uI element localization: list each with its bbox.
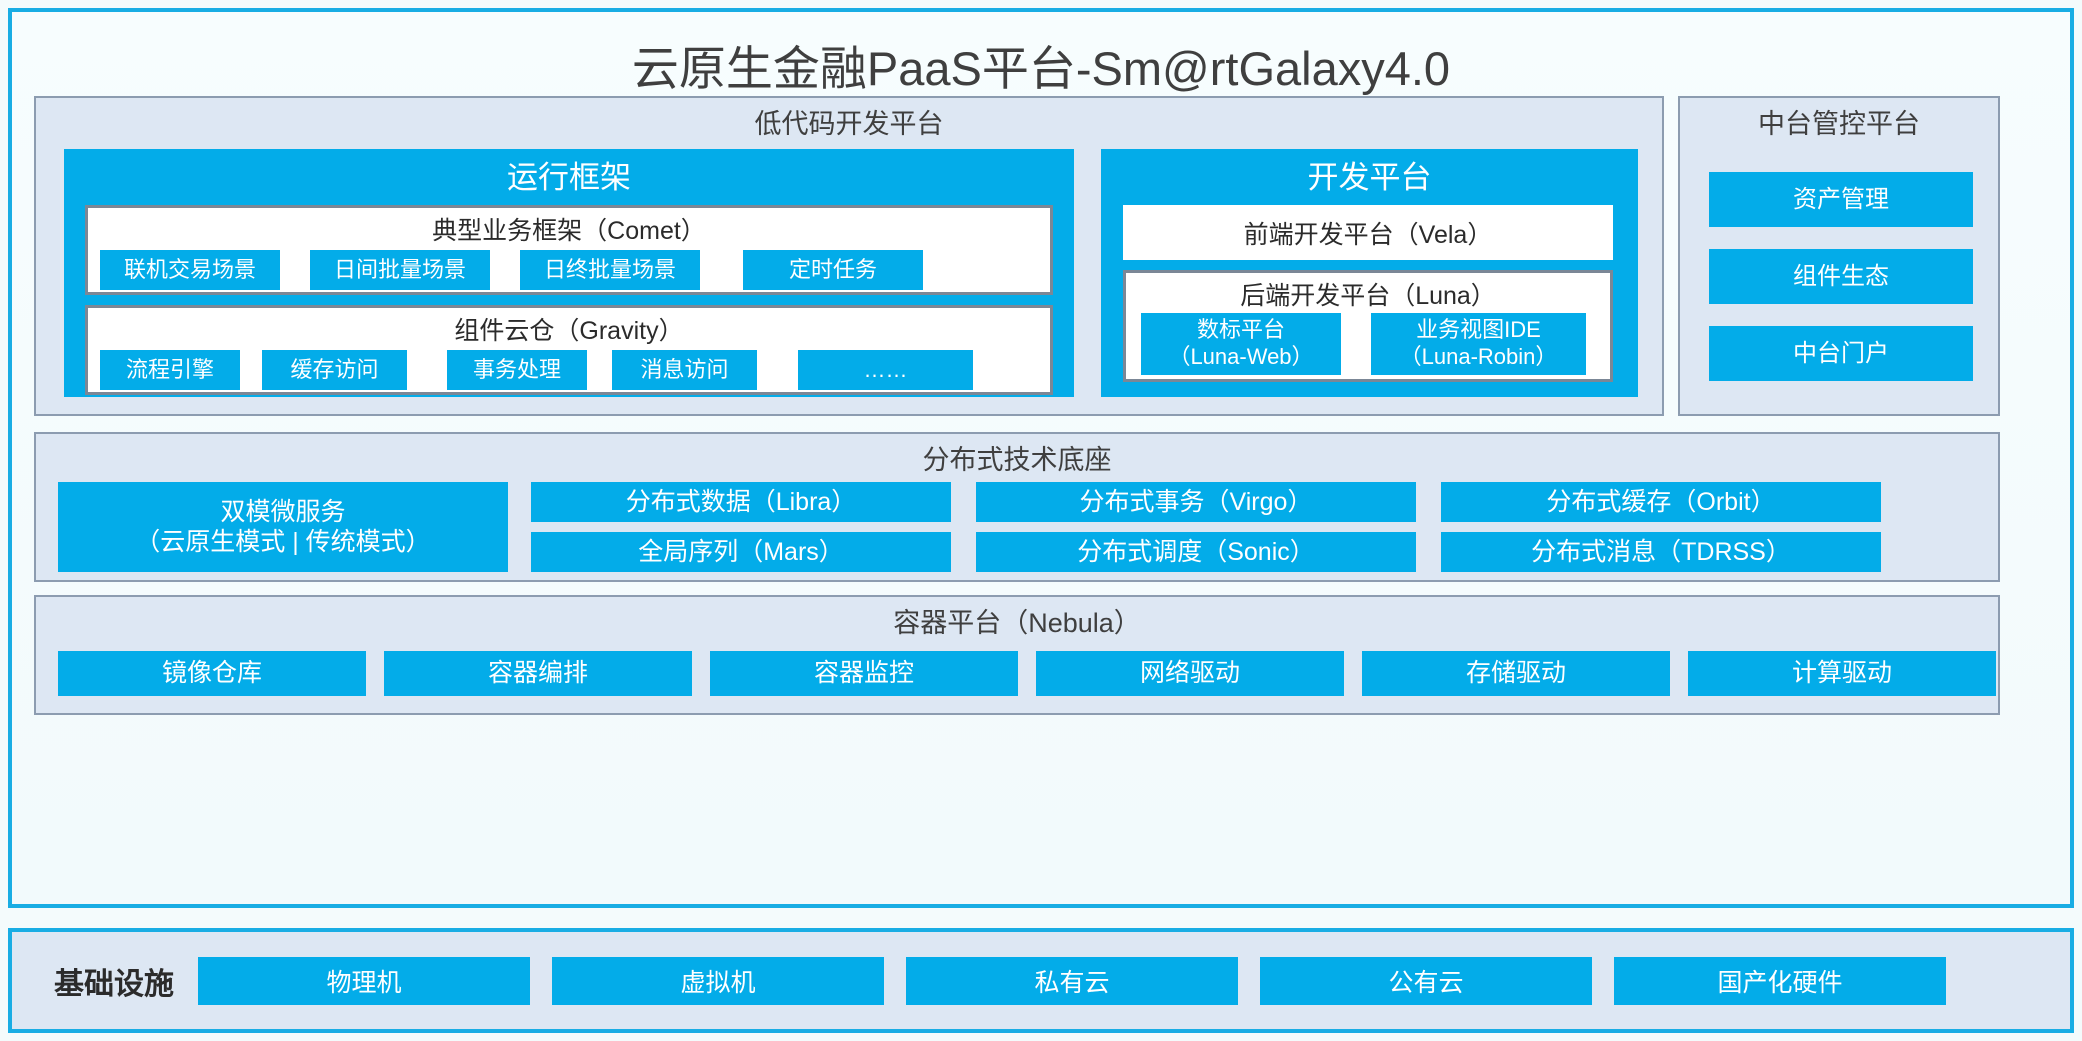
techbase-item-virgo[interactable]: 分布式事务（Virgo） xyxy=(976,482,1416,522)
container-item-image-registry[interactable]: 镜像仓库 xyxy=(58,651,366,696)
dev-platform-title: 开发平台 xyxy=(1307,160,1432,195)
runtime-framework-group: 运行框架 典型业务框架（Comet） 联机交易场景 日间批量场景 日终批量场景 … xyxy=(64,149,1074,397)
backend-item-luna-web[interactable]: 数标平台 （Luna-Web） xyxy=(1141,313,1341,375)
runtime-framework-title: 运行框架 xyxy=(507,160,631,195)
techbase-panel: 分布式技术底座 双模微服务 （云原生模式 | 传统模式） 分布式数据（Libra… xyxy=(34,432,2000,582)
techbase-item-sonic[interactable]: 分布式调度（Sonic） xyxy=(976,532,1416,572)
infrastructure-item-physical-machine[interactable]: 物理机 xyxy=(198,956,530,1005)
comet-item-eod-batch[interactable]: 日终批量场景 xyxy=(520,250,700,290)
backend-dev-platform-title: 后端开发平台（Luna） xyxy=(1240,282,1496,310)
techbase-item-mars[interactable]: 全局序列（Mars） xyxy=(531,532,951,572)
gravity-item-message-access[interactable]: 消息访问 xyxy=(612,350,757,390)
lowcode-platform-title: 低代码开发平台 xyxy=(754,109,944,139)
comet-card: 典型业务框架（Comet） 联机交易场景 日间批量场景 日终批量场景 定时任务 xyxy=(85,205,1053,295)
techbase-title: 分布式技术底座 xyxy=(922,445,1112,475)
techbase-item-tdrss[interactable]: 分布式消息（TDRSS） xyxy=(1441,532,1881,572)
techbase-item-libra[interactable]: 分布式数据（Libra） xyxy=(531,482,951,522)
gravity-title: 组件云仓（Gravity） xyxy=(454,317,684,345)
gravity-item-transaction-processing[interactable]: 事务处理 xyxy=(447,350,587,390)
gravity-card: 组件云仓（Gravity） 流程引擎 缓存访问 事务处理 消息访问 …… xyxy=(85,305,1053,395)
container-item-network-driver[interactable]: 网络驱动 xyxy=(1036,651,1344,696)
techbase-dual-mode-microservice[interactable]: 双模微服务 （云原生模式 | 传统模式） xyxy=(58,482,508,572)
midplatform-item-component-ecosystem[interactable]: 组件生态 xyxy=(1709,249,1973,304)
frontend-dev-platform-label: 前端开发平台（Vela） xyxy=(1243,220,1493,249)
gravity-item-process-engine[interactable]: 流程引擎 xyxy=(100,350,240,390)
frontend-dev-platform-card[interactable]: 前端开发平台（Vela） xyxy=(1123,205,1613,260)
comet-item-intraday-batch[interactable]: 日间批量场景 xyxy=(310,250,490,290)
backend-item-luna-robin-line2: （Luna-Robin） xyxy=(1399,344,1558,369)
techbase-dual-mode-line2: （云原生模式 | 传统模式） xyxy=(135,528,431,556)
lowcode-platform-panel: 低代码开发平台 运行框架 典型业务框架（Comet） 联机交易场景 日间批量场景… xyxy=(34,96,1664,416)
container-item-orchestration[interactable]: 容器编排 xyxy=(384,651,692,696)
infrastructure-item-domestic-hardware[interactable]: 国产化硬件 xyxy=(1614,956,1946,1005)
techbase-item-orbit[interactable]: 分布式缓存（Orbit） xyxy=(1441,482,1881,522)
platform-main-frame: 云原生金融PaaS平台-Sm@rtGalaxy4.0 低代码开发平台 运行框架 … xyxy=(8,8,2074,908)
infrastructure-frame: 基础设施 物理机 虚拟机 私有云 公有云 国产化硬件 xyxy=(8,928,2074,1033)
comet-item-scheduled-task[interactable]: 定时任务 xyxy=(743,250,923,290)
container-platform-title: 容器平台（Nebula） xyxy=(893,608,1141,638)
midplatform-item-asset-management[interactable]: 资产管理 xyxy=(1709,172,1973,227)
infrastructure-item-virtual-machine[interactable]: 虚拟机 xyxy=(552,956,884,1005)
page-title: 云原生金融PaaS平台-Sm@rtGalaxy4.0 xyxy=(631,42,1451,95)
techbase-dual-mode-line1: 双模微服务 xyxy=(220,497,346,526)
backend-item-luna-robin[interactable]: 业务视图IDE （Luna-Robin） xyxy=(1371,313,1586,375)
gravity-item-cache-access[interactable]: 缓存访问 xyxy=(262,350,407,390)
infrastructure-label: 基础设施 xyxy=(54,967,174,1001)
container-item-storage-driver[interactable]: 存储驱动 xyxy=(1362,651,1670,696)
container-item-monitoring[interactable]: 容器监控 xyxy=(710,651,1018,696)
backend-dev-platform-card: 后端开发平台（Luna） 数标平台 （Luna-Web） 业务视图IDE （Lu… xyxy=(1123,270,1613,382)
midplatform-title: 中台管控平台 xyxy=(1758,109,1920,139)
container-platform-panel: 容器平台（Nebula） 镜像仓库 容器编排 容器监控 网络驱动 存储驱动 计算… xyxy=(34,595,2000,715)
midplatform-item-portal[interactable]: 中台门户 xyxy=(1709,326,1973,381)
backend-item-luna-robin-line1: 业务视图IDE xyxy=(1416,317,1541,343)
gravity-item-more[interactable]: …… xyxy=(798,350,973,390)
infrastructure-item-private-cloud[interactable]: 私有云 xyxy=(906,956,1238,1005)
comet-title: 典型业务框架（Comet） xyxy=(432,217,706,245)
dev-platform-group: 开发平台 前端开发平台（Vela） 后端开发平台（Luna） 数标平台 （Lun… xyxy=(1101,149,1638,397)
infrastructure-item-public-cloud[interactable]: 公有云 xyxy=(1260,956,1592,1005)
container-item-compute-driver[interactable]: 计算驱动 xyxy=(1688,651,1996,696)
midplatform-panel: 中台管控平台 资产管理 组件生态 中台门户 xyxy=(1678,96,2000,416)
comet-item-online-transaction[interactable]: 联机交易场景 xyxy=(100,250,280,290)
backend-item-luna-web-line2: （Luna-Web） xyxy=(1168,344,1314,369)
backend-item-luna-web-line1: 数标平台 xyxy=(1196,317,1285,343)
